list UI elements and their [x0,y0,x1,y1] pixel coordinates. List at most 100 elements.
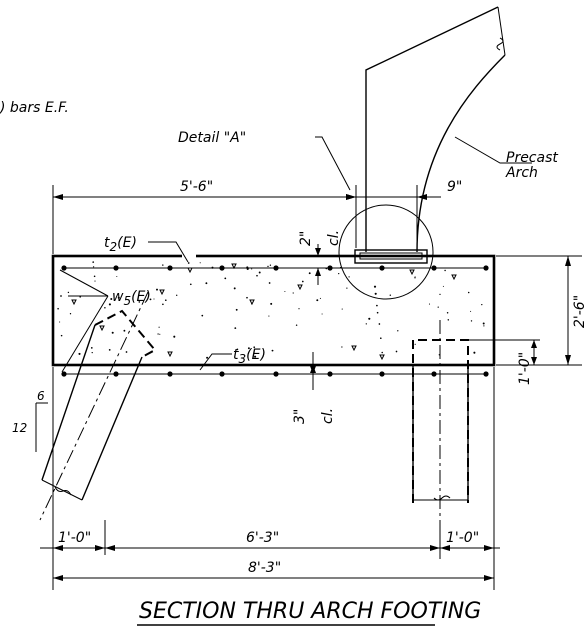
detail-a-leader [315,136,351,191]
stipple-speck [437,306,439,308]
stipple-speck [251,268,253,270]
stipple-speck [157,333,159,335]
aggregate-mark [297,284,303,291]
stipple-speck [138,301,141,303]
rebar-top [113,265,119,271]
rebar-top [61,265,67,271]
aggregate-mark [167,351,173,358]
dim-bottom-mid: 6'-3" [246,530,279,546]
b-arrow-2 [95,545,105,551]
arch-seat-inner [359,252,423,260]
stipple-speck [93,275,96,278]
rebar-top [431,265,437,271]
stipple-speck [316,299,319,302]
stipple-speck [108,349,111,351]
stipple-speck [199,262,201,264]
rebar-bottom [273,371,279,377]
clear-top-arrow-1 [315,248,321,256]
stipple-speck [67,291,70,294]
stipple-speck [69,313,72,315]
dim-height-total: 2'-6" [572,295,588,328]
left-pile-centerline [39,291,149,521]
stipple-speck [60,295,62,297]
stipple-speck [270,302,273,305]
stipple-speck [153,298,155,300]
stipple-speck [341,346,343,348]
aggregate-mark [99,325,105,332]
stipple-speck [116,276,118,277]
stipple-speck [301,280,304,283]
aggregate-mark [451,274,457,281]
h-arrow-4 [531,357,537,365]
dim-height-lower: 1'-0" [517,352,533,385]
stipple-speck [246,296,248,299]
stipple-speck [156,288,158,291]
stipple-speck [78,352,81,355]
stipple-speck [158,326,160,328]
stipple-speck [298,308,300,310]
clear-bot-value: 3" [292,409,308,424]
stipple-speck [414,343,416,345]
t3-mark: t3(E) [233,347,266,366]
stipple-speck [92,261,95,263]
left-pile-bottom [41,479,83,501]
b-arrow-7 [53,575,63,581]
stipple-speck [187,262,190,264]
precast-leader [454,136,532,164]
stipple-speck [256,274,258,277]
slope-rise: 12 [12,421,27,435]
rebar-bottom [431,371,437,377]
stipple-speck [79,296,81,298]
dim-bottom-left: 1'-0" [58,530,91,546]
arch-break-squiggle [496,37,504,51]
dim-arrow-4 [417,194,427,200]
stipple-speck [374,292,377,295]
stipple-speck [234,327,237,329]
rebar-top [219,265,225,271]
precast-label-1: Precast [506,150,558,166]
t2-mark: t2(E) [104,235,137,254]
top-rebar-dots [61,265,489,271]
b-arrow-6 [484,545,494,551]
b-arrow-5 [440,545,450,551]
precast-arch-right-edge [416,54,506,253]
rebar-top [483,265,489,271]
aggregate-mark [71,299,77,306]
rebar-bottom [113,371,119,377]
stipple-speck [308,272,311,275]
section-title: SECTION THRU ARCH FOOTING [139,599,481,624]
stipple-speck [428,303,431,305]
stipple-speck [205,282,208,285]
stipple-speck [59,321,61,323]
stipple-speck [378,323,381,325]
stipple-speck [381,351,383,354]
stipple-speck [442,285,444,287]
stipple-speck [321,313,323,315]
dim-top-right: 9" [447,179,462,195]
concrete-stipple [57,261,485,361]
stipple-speck [92,266,95,268]
stipple-speck [149,298,152,301]
rebar-bottom [327,371,333,377]
stipple-speck [236,348,239,351]
slope-triangle [35,402,48,452]
detail-a-circle [338,204,434,300]
stipple-speck [470,310,472,312]
footing-outline [51,254,496,367]
stipple-speck [224,277,227,280]
h-arrow-2 [565,355,571,365]
dim-top-left: 5'-6" [180,179,213,195]
stipple-speck [397,330,399,332]
bottom-rebar-dots [61,371,489,377]
w5-leader [59,269,109,373]
dim-arrow-1 [53,194,63,200]
aggregate-mark [159,289,165,296]
stipple-speck [108,303,111,306]
stipple-speck [253,346,256,349]
stipple-speck [395,350,398,353]
stipple-speck [60,334,63,337]
stipple-speck [189,283,192,286]
stipple-speck [173,335,176,338]
aggregate-mark [379,354,385,361]
stipple-speck [94,280,96,282]
